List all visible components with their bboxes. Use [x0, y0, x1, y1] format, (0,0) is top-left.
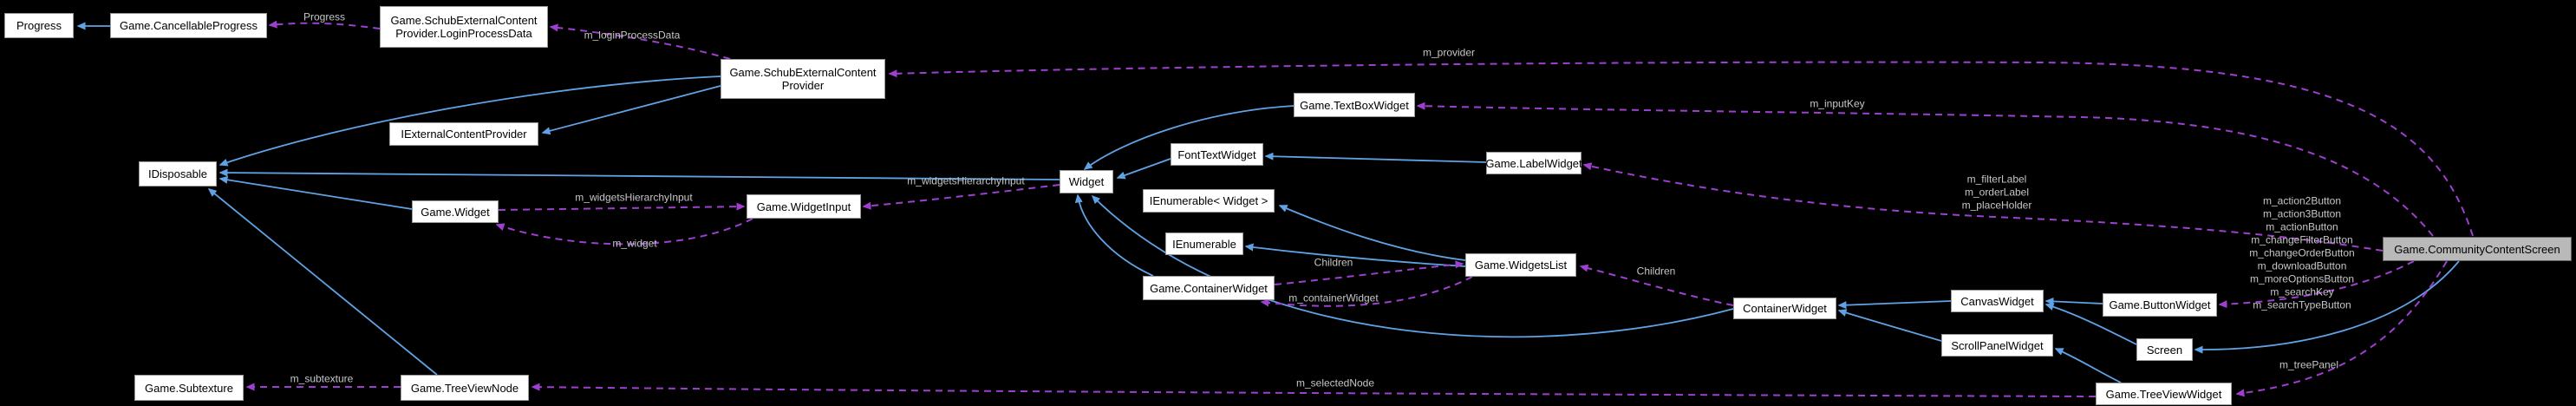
- node-ienumerable[interactable]: IEnumerable: [1165, 232, 1243, 255]
- edge-fonttext-to-widget: [1116, 158, 1171, 180]
- edge-community-to-screen: [2194, 260, 2460, 354]
- edge-treeviewwidget-to-scroll: [2054, 348, 2122, 383]
- edge-widget-to-idisposable: [218, 168, 1060, 180]
- edge-schub-to-iexternal: [541, 85, 721, 135]
- edge-label-widget-to-widgetinput: m_widgetsHierarchyInput: [907, 174, 1025, 187]
- edge-label-community-to-button: m_action2Button m_action3Button m_action…: [2249, 194, 2355, 311]
- edge-label-widgetinput-to-gamewidget: m_widget: [612, 237, 657, 250]
- edge-canvas-to-containerwidget: [1837, 300, 1952, 310]
- edge-containerwidget-to-widget: [1091, 194, 1734, 338]
- edge-label-community-to-treeviewwidget: m_treePanel: [2279, 358, 2339, 371]
- node-game-tree-view-node[interactable]: Game.TreeViewNode: [401, 375, 529, 401]
- edge-treeviewnode-to-idisposable: [207, 188, 438, 376]
- node-canvas-widget[interactable]: CanvasWidget: [1951, 290, 2044, 312]
- edge-gamewidget-to-idisposable: [218, 175, 413, 210]
- node-container-widget[interactable]: ContainerWidget: [1733, 298, 1836, 319]
- node-screen[interactable]: Screen: [2136, 338, 2193, 361]
- edge-widgetinput-to-gamewidget: [495, 218, 753, 246]
- edge-label-community-to-schub: m_provider: [1422, 46, 1476, 59]
- edge-community-to-schub: [888, 61, 2474, 237]
- edge-schub-to-logindata: [549, 23, 731, 60]
- edge-label-gamewidget-to-widgetinput: m_widgetsHierarchyInput: [575, 191, 693, 204]
- edge-button-to-canvas: [2044, 297, 2103, 305]
- edge-community-to-labelwidget: [1582, 162, 2384, 252]
- edge-treeviewwidget-to-treeviewnode: [531, 383, 2097, 397]
- node-game-label-widget[interactable]: Game.LabelWidget: [1485, 152, 1582, 174]
- node-game-community-content-screen[interactable]: Game.CommunityContentScreen: [2383, 237, 2572, 261]
- edge-gamecontainer-to-widgetslist: [1274, 260, 1464, 285]
- node-game-tree-view-widget[interactable]: Game.TreeViewWidget: [2096, 383, 2232, 405]
- edge-community-to-button: [2218, 260, 2415, 309]
- edge-gamecontainer-to-widget: [1074, 193, 1154, 277]
- node-idisposable[interactable]: IDisposable: [139, 161, 217, 187]
- node-login-process-data[interactable]: Game.SchubExternalContent Provider.Login…: [380, 6, 548, 48]
- edge-scroll-to-containerwidget: [1837, 309, 1942, 342]
- edge-schub-to-idisposable: [218, 75, 721, 167]
- node-progress[interactable]: Progress: [4, 13, 74, 38]
- node-cancellable-progress[interactable]: Game.CancellableProgress: [110, 13, 267, 38]
- node-scroll-panel-widget[interactable]: ScrollPanelWidget: [1941, 334, 2053, 357]
- edge-gamewidget-to-widgetinput: [498, 202, 746, 211]
- edge-label-schub-to-logindata: m_loginProcessData: [584, 29, 681, 42]
- edge-label-gamecontainer-to-widgetslist: Children: [1314, 256, 1353, 269]
- node-game-widgets-list[interactable]: Game.WidgetsList: [1465, 253, 1576, 277]
- node-widget[interactable]: Widget: [1060, 170, 1113, 193]
- edge-widgetslist-to-ienumerable-widget: [1278, 205, 1466, 261]
- edge-label-treeviewnode-to-subtexture: m_subtexture: [290, 372, 354, 385]
- node-font-text-widget[interactable]: FontTextWidget: [1171, 143, 1263, 166]
- edge-label-treeviewwidget-to-treeviewnode: m_selectedNode: [1295, 377, 1375, 390]
- edge-screen-to-canvas: [2044, 303, 2137, 345]
- node-game-widget[interactable]: Game.Widget: [412, 200, 499, 223]
- edge-label-logindata-to-cancellable: Progress: [303, 10, 346, 23]
- edge-label-community-to-labelwidget: m_filterLabel m_orderLabel m_placeHolder: [1961, 173, 2032, 212]
- node-iexternal-content-provider[interactable]: IExternalContentProvider: [389, 122, 538, 146]
- node-game-widget-input[interactable]: Game.WidgetInput: [747, 194, 861, 219]
- node-game-textbox-widget[interactable]: Game.TextBoxWidget: [1294, 93, 1415, 117]
- edge-label-containerwidget-to-widgetslist: Children: [1636, 265, 1676, 278]
- edge-containerwidget-to-widgetslist: [1579, 264, 1734, 306]
- edge-label-widgetslist-to-gamecontainer: m_containerWidget: [1288, 291, 1379, 304]
- edge-textbox-to-widget: [1083, 105, 1295, 170]
- node-ienumerable-widget[interactable]: IEnumerable< Widget >: [1143, 189, 1275, 213]
- edge-logindata-to-cancellable: [268, 20, 381, 29]
- node-game-container-widget[interactable]: Game.ContainerWidget: [1143, 276, 1275, 300]
- edge-label-community-to-textbox: m_inputKey: [1810, 97, 1865, 110]
- edge-community-to-treeviewwidget: [2235, 260, 2448, 397]
- edge-labelwidget-to-fonttext: [1264, 152, 1487, 163]
- edge-widgetslist-to-gamecontainer: [1260, 276, 1473, 307]
- node-schub-external-content-provider[interactable]: Game.SchubExternalContent Provider: [721, 59, 885, 99]
- edge-widget-to-widgetinput: [862, 184, 1060, 210]
- edge-community-to-textbox: [1416, 102, 2434, 237]
- node-game-subtexture[interactable]: Game.Subtexture: [134, 375, 244, 401]
- edge-widgetslist-to-ienumerable: [1244, 243, 1466, 267]
- node-game-button-widget[interactable]: Game.ButtonWidget: [2103, 293, 2217, 317]
